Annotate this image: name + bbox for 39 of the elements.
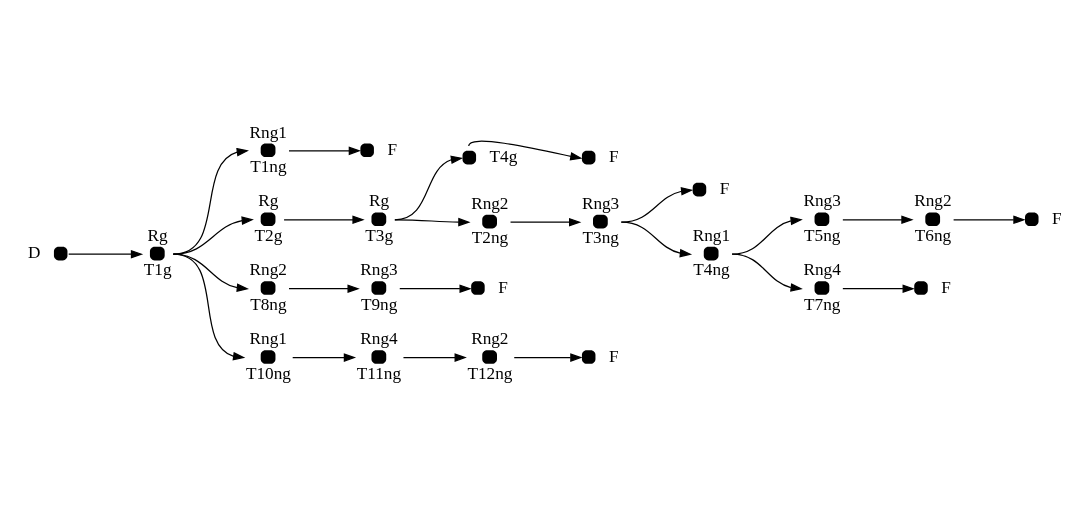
node-label: F [498, 277, 508, 297]
node-label: T6ng [914, 225, 952, 245]
node-label: T4g [489, 147, 518, 167]
node-label: Rng3 [360, 260, 398, 280]
node-label: T1ng [250, 157, 287, 177]
node-label: Rng1 [249, 329, 287, 349]
node-label: T9ng [361, 294, 398, 314]
node-label: T1g [143, 260, 172, 280]
node-label: Rg [369, 191, 390, 211]
node-label: T11ng [356, 363, 402, 383]
node-label: F [609, 147, 619, 167]
node-label: T2g [254, 225, 283, 245]
node-label: T10ng [245, 363, 291, 383]
node-label: T3g [365, 225, 394, 245]
node-label: F [719, 179, 730, 199]
node-label: Rg [147, 225, 168, 245]
node-label: Rng2 [471, 329, 509, 349]
node-label: F [941, 277, 951, 297]
node-label: Rng1 [692, 225, 731, 245]
node-label: Rng3 [803, 191, 841, 211]
node-label: Rng1 [249, 122, 287, 142]
node-label: F [387, 139, 398, 159]
node-label: F [1052, 208, 1062, 228]
node-label: T2ng [471, 228, 509, 248]
node-label: Rng2 [249, 260, 287, 280]
node-label: Rng2 [914, 191, 952, 211]
node-label: D [28, 243, 41, 263]
node-label: T8ng [250, 294, 287, 314]
node-label: Rg [258, 191, 279, 211]
node-label: T5ng [804, 225, 841, 245]
node-label: T7ng [804, 294, 841, 314]
node-label: Rng4 [360, 329, 398, 349]
node-label: F [609, 346, 619, 366]
node-label: Rng4 [803, 260, 841, 280]
node-label: T3ng [582, 228, 619, 248]
node-label: T12ng [467, 363, 513, 383]
node-label: T4ng [693, 260, 730, 280]
node-label: Rng3 [581, 193, 620, 213]
node-label: Rng2 [471, 193, 509, 213]
